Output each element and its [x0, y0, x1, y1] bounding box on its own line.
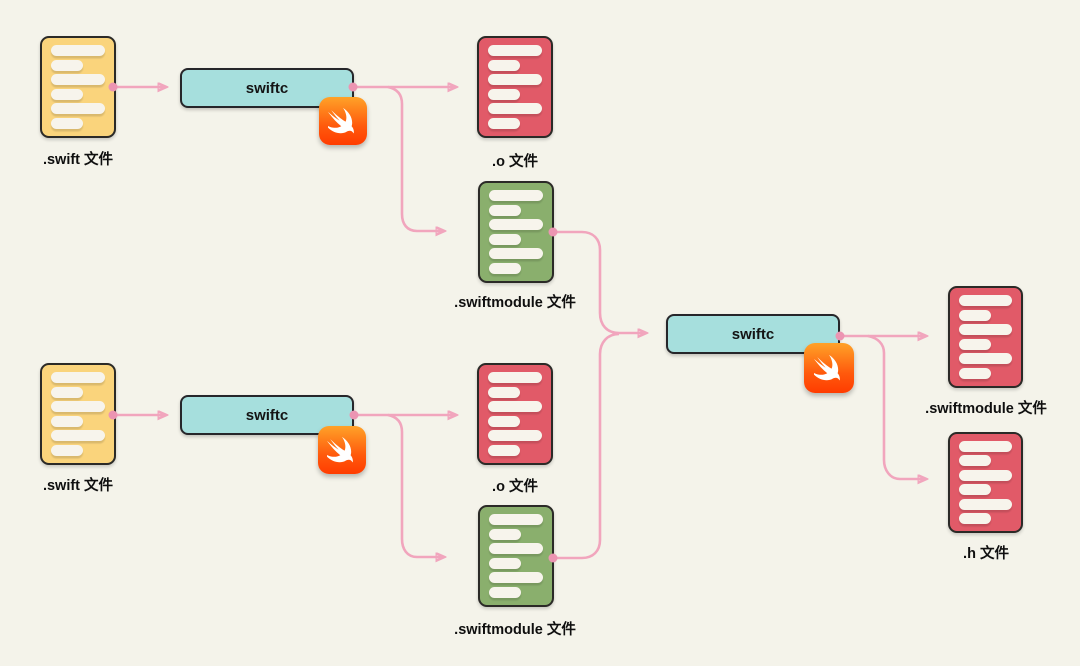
swift-source-card-top	[40, 36, 116, 138]
swiftc-label: swiftc	[245, 406, 289, 424]
code-line	[488, 444, 521, 456]
code-line	[959, 469, 1012, 481]
swiftmodule-card-right	[948, 286, 1023, 388]
code-line	[51, 103, 105, 115]
code-line	[51, 415, 84, 427]
code-line	[489, 528, 522, 540]
code-line	[51, 401, 105, 413]
code-line	[51, 117, 84, 129]
swiftmodule-card-bottom	[478, 505, 554, 607]
swift-bird-icon	[326, 436, 353, 462]
swift-bird-icon	[813, 354, 840, 380]
code-line	[488, 59, 521, 71]
code-line	[959, 498, 1012, 510]
code-line	[488, 372, 542, 383]
swiftc-label: swiftc	[245, 79, 289, 97]
code-line	[959, 512, 991, 524]
code-line	[489, 262, 522, 274]
code-line	[959, 441, 1012, 452]
code-line	[488, 45, 542, 56]
header-file-label: .h 文件	[963, 546, 1009, 562]
code-line	[489, 248, 543, 260]
code-line	[51, 45, 105, 56]
swift-logo-icon	[319, 97, 367, 145]
code-line	[488, 386, 521, 398]
swift-source-label-top: .swift 文件	[42, 152, 114, 168]
swiftmodule-label-bottom: .swiftmodule 文件	[454, 622, 576, 638]
object-file-label-bottom: .o 文件	[492, 479, 538, 495]
code-line	[488, 117, 521, 129]
swift-bird-icon	[327, 107, 354, 133]
code-line	[51, 372, 105, 383]
object-file-card-top	[477, 36, 553, 138]
code-line	[489, 219, 543, 231]
swift-logo-icon	[318, 426, 366, 474]
code-line	[489, 557, 522, 569]
code-line	[959, 295, 1012, 306]
code-line	[51, 386, 84, 398]
code-line	[51, 430, 105, 442]
code-line	[489, 233, 522, 245]
code-line	[959, 455, 991, 467]
code-line	[488, 430, 542, 442]
swiftmodule-card-top	[478, 181, 554, 283]
code-line	[488, 74, 542, 86]
code-line	[959, 324, 1012, 336]
code-line	[51, 88, 84, 100]
code-line	[489, 572, 543, 584]
edge-swiftc-bottom-to-swiftmodule-bottom	[387, 413, 444, 557]
object-file-card-bottom	[477, 363, 553, 465]
swift-logo-icon	[804, 343, 854, 393]
code-line	[489, 543, 543, 555]
code-line	[959, 484, 991, 496]
code-line	[51, 444, 84, 456]
code-line	[959, 353, 1012, 365]
edge-swiftmodule-bottom-to-swiftc-merge	[553, 332, 620, 560]
code-line	[488, 88, 521, 100]
code-line	[51, 74, 105, 86]
swift-source-card-bottom	[40, 363, 116, 465]
code-line	[488, 103, 542, 115]
code-line	[489, 204, 522, 216]
object-file-label-top: .o 文件	[492, 154, 538, 170]
code-line	[959, 367, 991, 379]
code-line	[489, 514, 543, 525]
edge-swiftc-top-to-swiftmodule-top	[387, 85, 444, 231]
header-file-card	[948, 432, 1023, 533]
code-line	[488, 401, 542, 413]
code-line	[489, 190, 543, 201]
code-line	[51, 59, 84, 71]
code-line	[488, 415, 521, 427]
swiftc-label: swiftc	[731, 325, 775, 343]
swiftmodule-label-right: .swiftmodule 文件	[925, 401, 1047, 417]
swift-source-label-bottom: .swift 文件	[42, 478, 114, 494]
code-line	[959, 309, 991, 321]
code-line	[489, 586, 522, 598]
edge-swiftmodule-top-to-swiftc-merge	[553, 230, 646, 333]
code-line	[959, 338, 991, 350]
swiftmodule-label-top: .swiftmodule 文件	[454, 295, 576, 311]
edge-swiftc-merge-to-hfile	[867, 334, 926, 479]
